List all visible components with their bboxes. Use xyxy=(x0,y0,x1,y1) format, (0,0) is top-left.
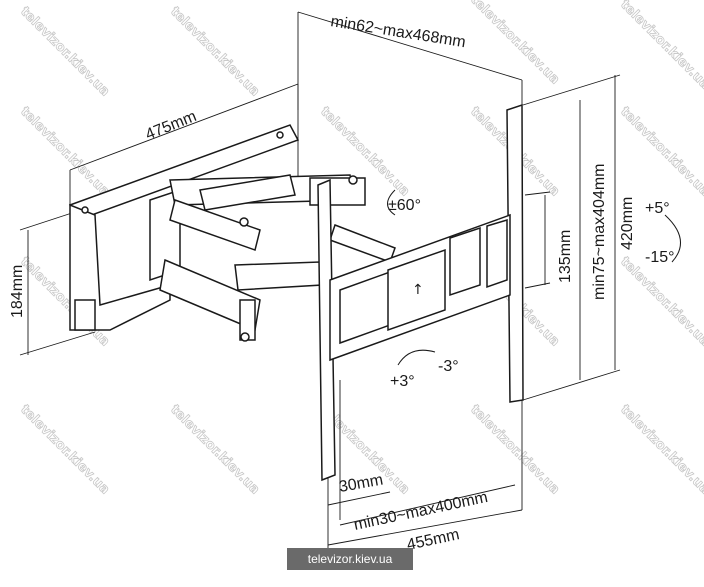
wall-plate-height-label: 184mm xyxy=(9,265,26,318)
watermark: televizor.kiev.ua xyxy=(167,402,262,497)
rotation-arcs xyxy=(387,189,681,366)
watermark: televizor.kiev.ua xyxy=(617,402,704,497)
total-height-label: 420mm xyxy=(619,197,636,250)
wall-plate xyxy=(68,124,300,331)
vesa-height-label: min75~max404mm xyxy=(591,164,608,301)
arm-extension-label: min62~max468mm xyxy=(329,13,466,51)
tilt-up-label: +5° xyxy=(645,200,670,217)
hole-spacing-label: 135mm xyxy=(557,230,574,283)
arrow-up-icon: ↑ xyxy=(412,282,424,298)
rotation-minus-label: -3° xyxy=(438,358,459,375)
site-footer-label: televizor.kiev.ua xyxy=(287,548,413,570)
watermark: televizor.kiev.ua xyxy=(167,4,262,99)
rotation-plus-label: +3° xyxy=(390,373,415,390)
watermark: televizor.kiev.ua xyxy=(617,254,704,349)
tilt-down-label: -15° xyxy=(645,249,675,266)
watermark: televizor.kiev.ua xyxy=(17,104,112,199)
watermark: televizor.kiev.ua xyxy=(17,4,112,99)
watermark: televizor.kiev.ua xyxy=(617,104,704,199)
watermark: televizor.kiev.ua xyxy=(467,402,562,497)
wall-plate-width-label: 475mm xyxy=(143,108,199,144)
center-plate: ↑ xyxy=(329,213,511,362)
vertical-rails xyxy=(317,103,524,482)
watermark: televizor.kiev.ua xyxy=(17,402,112,497)
total-width-label: 455mm xyxy=(405,526,461,554)
min-spacing-label: 30mm xyxy=(338,471,385,495)
watermark: televizor.kiev.ua xyxy=(467,0,562,87)
watermark: televizor.kiev.ua xyxy=(617,0,704,92)
swivel-label: ±60° xyxy=(388,197,421,214)
